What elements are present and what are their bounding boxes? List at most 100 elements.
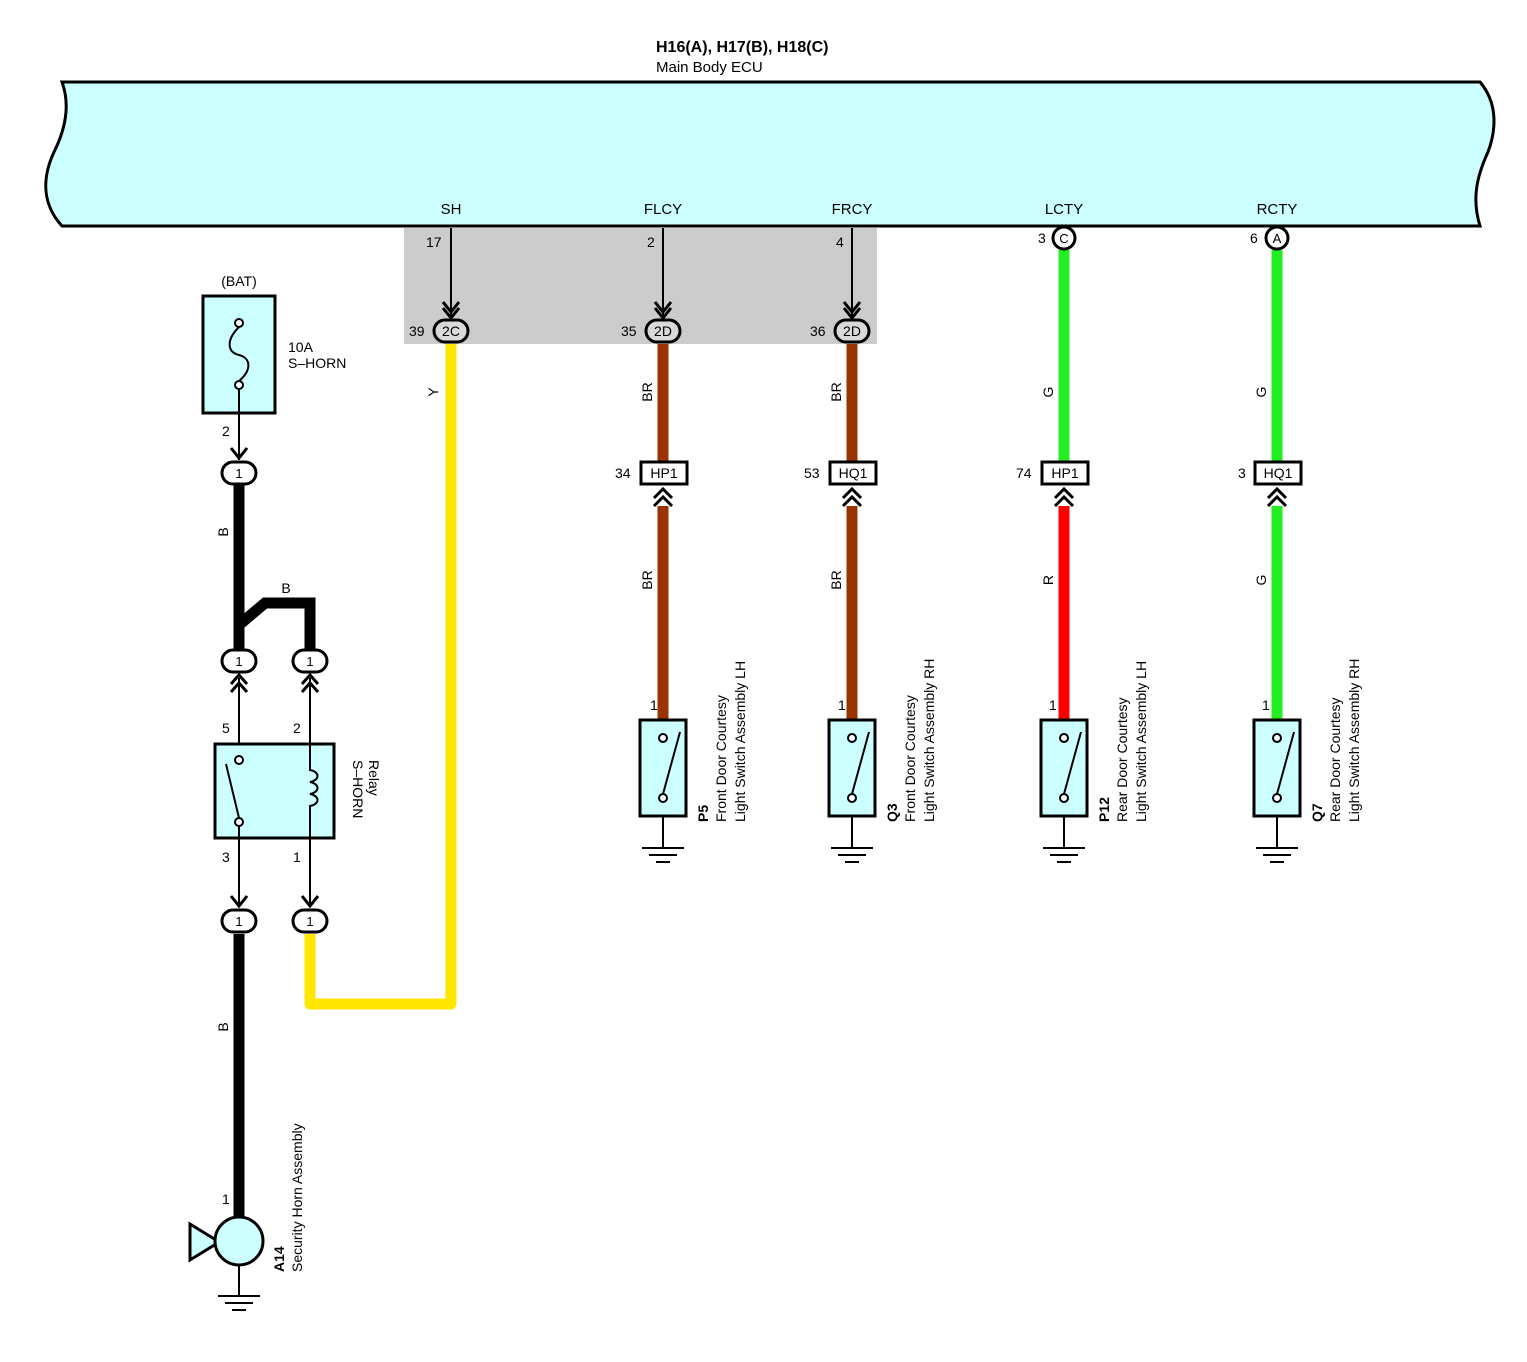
- wire-color-y: Y: [425, 387, 441, 397]
- relay-top-left-connector: [220, 648, 258, 674]
- switch-p12-line2: Light Switch Assembly LH: [1133, 661, 1149, 822]
- fuse-icon: [201, 294, 277, 460]
- fuse-source-label: (BAT): [221, 273, 257, 289]
- ecu-connector-c-label: C: [1059, 231, 1068, 246]
- terminal-sh-pin: 17: [426, 234, 442, 250]
- switch-q7-line2: Light Switch Assembly RH: [1346, 659, 1362, 822]
- switch-q3: [827, 718, 877, 863]
- switch-p12-id: P12: [1096, 797, 1112, 822]
- relay-bottom-left-connector: [220, 908, 258, 934]
- harness-hq1-frcy-pin: 53: [804, 465, 820, 481]
- harness-hp1-flcy-pin: 34: [615, 465, 631, 481]
- junction-2d-right-label: 2D: [843, 323, 861, 339]
- horn-id: A14: [271, 1246, 287, 1272]
- relay-top-right-connector-label: 1: [306, 654, 313, 669]
- switch-q3-pin: 1: [838, 697, 846, 713]
- junction-2d-left: [644, 318, 682, 344]
- switch-p5-id: P5: [695, 805, 711, 822]
- junction-2d-right: [833, 318, 871, 344]
- relay-pin-5: 5: [222, 720, 230, 736]
- relay-bottom-left-connector-label: 1: [235, 914, 242, 929]
- terminal-lcty-pin: 3: [1038, 230, 1046, 246]
- horn-name: Security Horn Assembly: [289, 1123, 305, 1272]
- ecu-name-label: Main Body ECU: [656, 59, 763, 76]
- wire-color-b-branch: B: [281, 580, 290, 596]
- switch-q3-id: Q3: [884, 803, 900, 822]
- relay-top-right-connector: [291, 648, 329, 674]
- terminal-sh-label: SH: [441, 201, 462, 218]
- fuse-pin: 2: [222, 423, 230, 439]
- switch-p12-pin: 1: [1049, 697, 1057, 713]
- harness-hp1-flcy: [639, 460, 689, 508]
- relay-down-wires: [238, 826, 311, 906]
- terminal-rcty-pin: 6: [1250, 230, 1258, 246]
- harness-hp1-lcty-pin: 74: [1016, 465, 1032, 481]
- harness-hp1-flcy-label: HP1: [650, 465, 677, 481]
- harness-hp1-lcty-label: HP1: [1051, 465, 1078, 481]
- switch-p5-pin: 1: [650, 697, 658, 713]
- switch-q3-line2: Light Switch Assembly RH: [921, 659, 937, 822]
- fuse-rating: 10A: [288, 339, 314, 355]
- switch-p5: [638, 718, 688, 863]
- wire-color-br-flcy-lower: BR: [639, 570, 655, 589]
- terminal-rcty-label: RCTY: [1257, 201, 1298, 218]
- switch-q7-id: Q7: [1309, 803, 1325, 822]
- wire-black-branch: [235, 597, 316, 650]
- fuse-connector-label: 1: [235, 466, 242, 481]
- ecu-connector-a: [1264, 225, 1290, 251]
- relay-pin-2: 2: [293, 720, 301, 736]
- junction-2c-label: 2C: [442, 323, 460, 339]
- junction-2c-pin: 39: [409, 323, 425, 339]
- junction-2d-left-label: 2D: [654, 323, 672, 339]
- harness-hp1-lcty: [1040, 460, 1090, 508]
- ecu-connectors-label: H16(A), H17(B), H18(C): [656, 39, 828, 56]
- wire-color-b-lower: B: [215, 1022, 231, 1031]
- harness-hq1-rcty-label: HQ1: [1264, 465, 1293, 481]
- wire-color-g-rcty-upper: G: [1253, 387, 1269, 398]
- horn-pin: 1: [222, 1191, 230, 1207]
- harness-hq1-rcty: [1253, 460, 1303, 508]
- switch-p5-line1: Front Door Courtesy: [713, 695, 729, 822]
- terminal-flcy-pin: 2: [647, 234, 655, 250]
- wire-color-g-rcty-lower: G: [1253, 575, 1269, 586]
- switch-q7-pin: 1: [1262, 697, 1270, 713]
- wire-color-br-flcy-upper: BR: [639, 382, 655, 401]
- relay-pin-1: 1: [293, 849, 301, 865]
- fuse-connector: [220, 460, 258, 486]
- relay-pin-3: 3: [222, 849, 230, 865]
- wire-color-r-lcty: R: [1040, 575, 1056, 585]
- harness-hq1-rcty-pin: 3: [1238, 465, 1246, 481]
- wire-yellow-sh: [304, 344, 457, 1010]
- switch-q3-line1: Front Door Courtesy: [902, 695, 918, 822]
- harness-hq1-frcy: [828, 460, 878, 508]
- switch-p12-line1: Rear Door Courtesy: [1114, 698, 1130, 823]
- wire-color-br-frcy-upper: BR: [828, 382, 844, 401]
- relay-bottom-right-connector: [291, 908, 329, 934]
- wire-color-b-upper: B: [215, 527, 231, 536]
- terminal-lcty-label: LCTY: [1045, 201, 1083, 218]
- ecu-body: [44, 80, 1496, 228]
- wire-color-br-frcy-lower: BR: [828, 570, 844, 589]
- terminal-frcy-label: FRCY: [832, 201, 873, 218]
- junction-2d-right-pin: 36: [810, 323, 826, 339]
- switch-p12: [1039, 718, 1089, 863]
- terminal-frcy-pin: 4: [836, 234, 844, 250]
- junction-2c: [432, 318, 470, 344]
- junction-block-shade: [404, 228, 877, 344]
- junction-2d-left-pin: 35: [621, 323, 637, 339]
- harness-hq1-frcy-label: HQ1: [839, 465, 868, 481]
- switch-p5-line2: Light Switch Assembly LH: [732, 661, 748, 822]
- relay-name: S–HORN: [350, 760, 366, 818]
- switch-q7-line1: Rear Door Courtesy: [1327, 698, 1343, 823]
- relay-type: Relay: [366, 760, 382, 796]
- fuse-name: S–HORN: [288, 355, 346, 371]
- wire-color-g-lcty: G: [1040, 387, 1056, 398]
- relay-icon: [213, 742, 336, 840]
- ecu-connector-c: [1051, 225, 1077, 251]
- ecu-connector-a-label: A: [1273, 231, 1282, 246]
- terminal-flcy-label: FLCY: [644, 201, 682, 218]
- horn-icon: [188, 1215, 265, 1311]
- switch-q7: [1252, 718, 1302, 863]
- relay-top-left-connector-label: 1: [235, 654, 242, 669]
